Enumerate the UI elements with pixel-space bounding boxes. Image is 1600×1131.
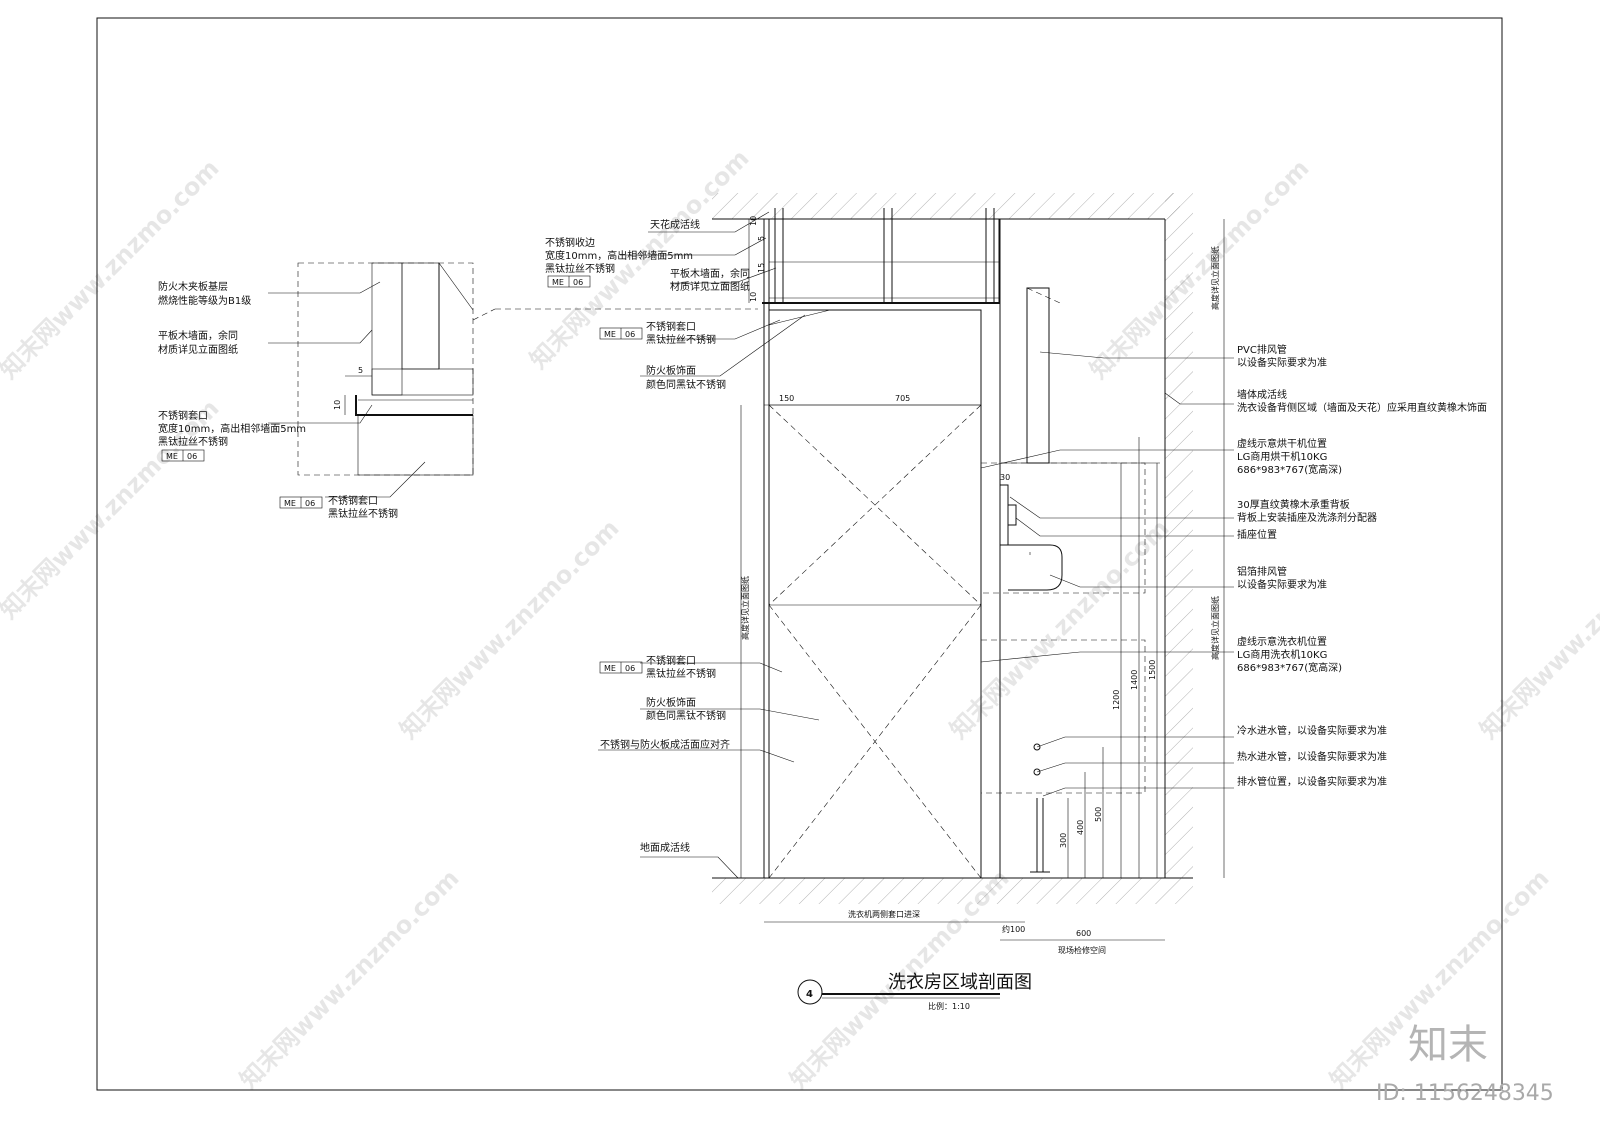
dim-label: 150: [779, 394, 794, 403]
bottom-label: 约100: [1002, 924, 1025, 934]
watermark: 知末网www.znzmo.com: [1474, 514, 1600, 744]
dim-label: 15: [757, 263, 766, 273]
bottom-label: 600: [1076, 929, 1091, 938]
ref-tag: ME: [604, 330, 616, 339]
drawing-title: 洗衣房区域剖面图: [888, 972, 1032, 993]
dim-label: 1200: [1112, 690, 1121, 710]
section-label: 洗衣设备背侧区域（墙面及天花）应采用直纹黄橡木饰面: [1237, 401, 1487, 414]
detail-label: 不锈钢套口: [328, 494, 378, 507]
detail-callout: 5 10 防火木夹板基层 燃烧性能等级为B1级 平板木墙面，余同 材质详见立面图…: [158, 262, 758, 520]
ref-tag: 06: [625, 664, 635, 673]
section-label: 颜色同黑钛不锈钢: [646, 378, 726, 391]
dim-label: 10: [749, 292, 758, 302]
ref-tag: ME: [284, 499, 296, 508]
detail-label: 防火木夹板基层: [158, 280, 228, 293]
section-drawing: 150 705 10 5 15 10 高度详见立面图纸 1200 1400 15…: [545, 193, 1487, 955]
drawing-number-circle: [797, 979, 823, 1005]
section-label: 虚线示意烘干机位置: [1237, 437, 1327, 450]
dim-label: 30: [1000, 473, 1010, 482]
watermark: 知末网www.znzmo.com: [394, 514, 624, 744]
detail-label: 材质详见立面图纸: [158, 343, 238, 356]
vertical-note: 高度详见立面图纸: [1210, 596, 1220, 660]
section-label: 防火板饰面: [646, 696, 696, 709]
section-label: 宽度10mm，高出相邻墙面5mm: [545, 249, 693, 262]
vertical-note: 高度详见立面图纸: [1210, 246, 1220, 310]
section-label: 30厚直纹黄橡木承重背板: [1237, 498, 1350, 511]
drawing-number: 4: [806, 989, 813, 1000]
detail-label: 平板木墙面，余同: [158, 329, 238, 342]
ref-tag: 06: [625, 330, 635, 339]
ref-tag: 06: [573, 278, 583, 287]
dim-label: 1400: [1130, 670, 1139, 690]
dim-label: 300: [1059, 833, 1068, 848]
ref-tag: ME: [604, 664, 616, 673]
section-label: 天花成活线: [650, 218, 700, 231]
section-label: 地面成活线: [640, 841, 690, 854]
section-label: 686*983*767(宽高深): [1237, 463, 1342, 476]
detail-label: 黑钛拉丝不锈钢: [158, 435, 228, 448]
section-label: 686*983*767(宽高深): [1237, 661, 1342, 674]
section-label: 材质详见立面图纸: [670, 280, 750, 293]
section-label: LG商用烘干机10KG: [1237, 450, 1327, 463]
section-label: 不锈钢收边: [545, 236, 595, 249]
drawing-title-block: 4 洗衣房区域剖面图 比例：1:10: [797, 972, 1032, 1011]
section-label: 颜色同黑钛不锈钢: [646, 709, 726, 722]
section-label: 黑钛拉丝不锈钢: [646, 333, 716, 346]
image-id: ID: 1156248345: [1376, 1081, 1554, 1106]
dim-label: 705: [895, 394, 910, 403]
ref-tag: ME: [166, 452, 178, 461]
section-label: 背板上安装插座及洗涤剂分配器: [1237, 511, 1377, 524]
brand-block: 知末 ID: 1156248345: [1376, 1022, 1554, 1106]
detail-label: 黑钛拉丝不锈钢: [328, 507, 398, 520]
section-label: LG商用洗衣机10KG: [1237, 648, 1327, 661]
dim-label: 400: [1076, 820, 1085, 835]
section-label: 平板木墙面，余同: [670, 267, 750, 280]
section-label: 防火板饰面: [646, 364, 696, 377]
section-label: 铝箔排风管: [1237, 565, 1287, 578]
section-label: 不锈钢套口: [646, 320, 696, 333]
detail-label: 不锈钢套口: [158, 409, 208, 422]
ref-tag: 06: [305, 499, 315, 508]
vertical-note: 高度详见立面图纸: [740, 576, 750, 640]
section-label: 黑钛拉丝不锈钢: [545, 262, 615, 275]
section-label: 墙体成活线: [1237, 388, 1287, 401]
section-label: 不锈钢套口: [646, 654, 696, 667]
section-label: 不锈钢与防火板成活面应对齐: [600, 738, 730, 751]
watermark-layer: 知末网www.znzmo.com 知末网www.znzmo.com 知末网www…: [0, 144, 1600, 1094]
section-label: 以设备实际要求为准: [1237, 356, 1327, 369]
dim-label: 5: [358, 366, 363, 375]
section-label: 虚线示意洗衣机位置: [1237, 635, 1327, 648]
watermark: 知末网www.znzmo.com: [234, 864, 464, 1094]
section-label: 冷水进水管，以设备实际要求为准: [1237, 724, 1387, 737]
brand-logo: 知末: [1408, 1022, 1488, 1068]
dim-label: 10: [333, 400, 342, 410]
section-label: 插座位置: [1237, 528, 1277, 541]
drawing-scale: 比例：1:10: [928, 1001, 970, 1011]
dim-label: 500: [1094, 807, 1103, 822]
section-label: 黑钛拉丝不锈钢: [646, 667, 716, 680]
detail-label: 燃烧性能等级为B1级: [158, 294, 251, 307]
section-label: 以设备实际要求为准: [1237, 578, 1327, 591]
section-label: PVC排风管: [1237, 343, 1287, 356]
dim-label: 1500: [1148, 660, 1157, 680]
sheet-border: [96, 17, 1503, 1091]
detail-label: 宽度10mm，高出相邻墙面5mm: [158, 422, 306, 435]
bottom-label: 洗衣机两侧套口进深: [848, 909, 920, 919]
dim-label: 5: [757, 236, 766, 241]
ref-tag: ME: [552, 278, 564, 287]
ref-tag: 06: [187, 452, 197, 461]
section-label: 热水进水管，以设备实际要求为准: [1237, 750, 1387, 763]
bottom-label: 现场检修空间: [1058, 945, 1106, 955]
section-label: 排水管位置，以设备实际要求为准: [1237, 775, 1387, 788]
